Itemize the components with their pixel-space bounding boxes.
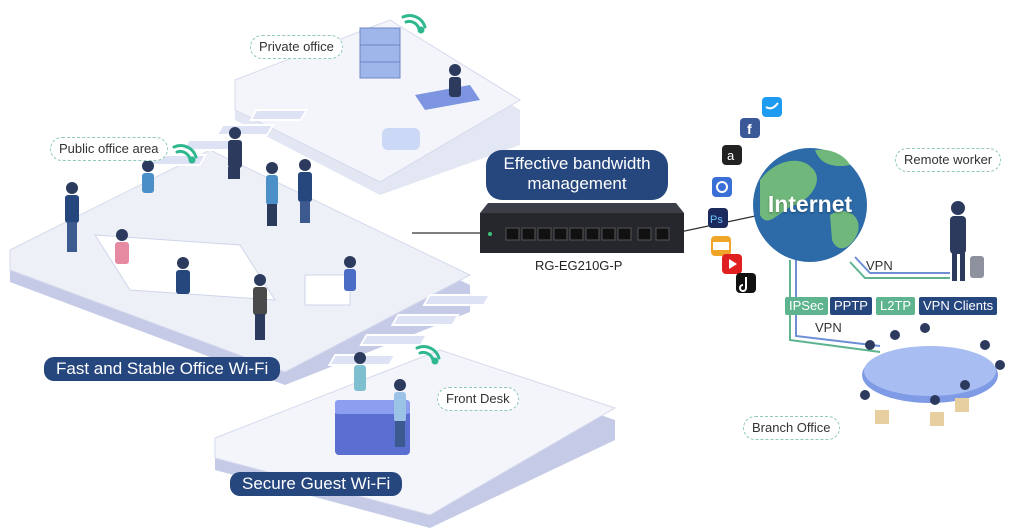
protocol-ipsec-badge: IPSec: [785, 297, 828, 315]
tiktok-icon: [736, 273, 756, 293]
svg-text:a: a: [727, 148, 735, 163]
internet-label: Internet: [767, 191, 853, 217]
office-people: [65, 64, 461, 447]
router-ports: [505, 227, 670, 241]
photoshop-icon: Ps: [708, 208, 728, 228]
front-desk-label: Front Desk: [437, 387, 519, 411]
outlook-icon: [712, 177, 732, 197]
remote-worker-figure: [950, 201, 984, 281]
bandwidth-banner-line2: management: [527, 174, 627, 193]
facebook-icon: f: [740, 118, 760, 138]
protocol-l2tp-badge: L2TP: [876, 297, 916, 315]
vpn-remote-label: VPN: [866, 258, 893, 273]
public-office-area-label: Public office area: [50, 137, 168, 161]
twitter-icon: [762, 97, 782, 117]
protocol-pptp-badge: PPTP: [830, 297, 872, 315]
svg-text:f: f: [747, 121, 752, 137]
wifi-icon-public: [172, 144, 198, 164]
sap-icon: [711, 236, 731, 256]
reception-desk: [335, 400, 410, 455]
vpn-branch-label: VPN: [815, 320, 842, 335]
wifi-icon-private: [401, 14, 427, 34]
branch-office-label: Branch Office: [743, 416, 840, 440]
bandwidth-banner-line1: Effective bandwidth: [503, 154, 651, 173]
youtube-icon: [722, 254, 742, 274]
vpn-tunnel-branch: [789, 260, 881, 353]
router-device: [480, 203, 684, 253]
vpn-tunnel-remote: [849, 256, 950, 279]
remote-worker-label: Remote worker: [895, 148, 1002, 172]
office-wifi-banner: Fast and Stable Office Wi-Fi: [44, 357, 281, 381]
svg-text:Ps: Ps: [710, 214, 723, 226]
branch-office-table: [860, 323, 1005, 426]
protocol-vpn-clients-badge: VPN Clients: [919, 297, 998, 315]
private-office-label: Private office: [250, 35, 343, 59]
bandwidth-management-banner: Effective bandwidth management: [486, 150, 668, 200]
private-office-floor: [234, 19, 521, 195]
amazon-icon: a: [722, 145, 742, 165]
internet-globe: [753, 148, 867, 262]
file-cabinet: [359, 27, 401, 79]
guest-wifi-banner: Secure Guest Wi-Fi: [230, 472, 403, 496]
desk-private: [382, 85, 480, 150]
device-model-label: RG-EG210G-P: [535, 258, 623, 273]
wifi-icon-front-desk: [415, 345, 441, 365]
